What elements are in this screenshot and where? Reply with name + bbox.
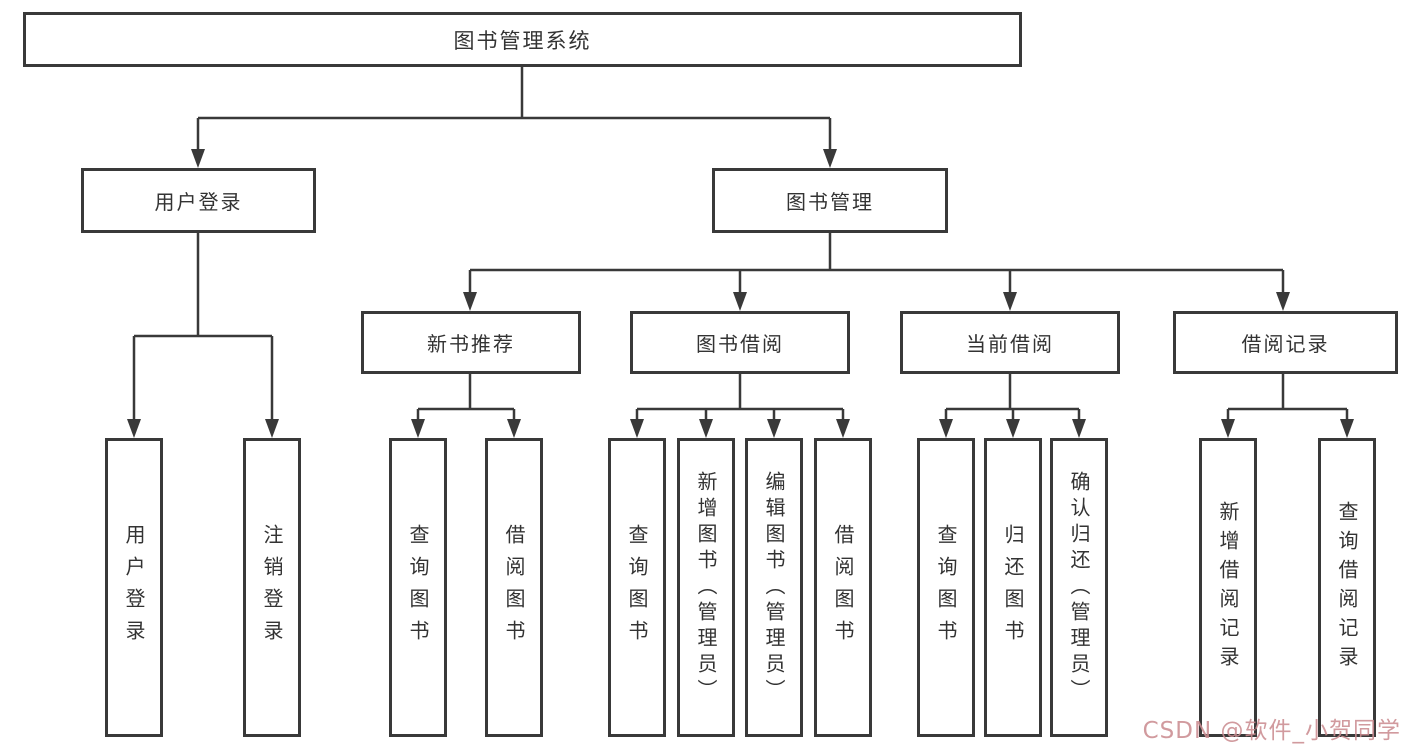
leaf-user-login-label: 用户登录	[122, 523, 146, 652]
leaf-add-books-admin-label: 新增图书（管理员）	[694, 470, 718, 705]
node-current-borrow: 当前借阅	[900, 311, 1120, 374]
leaf-borrow-query-books: 查询图书	[608, 438, 666, 737]
leaf-add-books-admin: 新增图书（管理员）	[677, 438, 735, 737]
leaf-recommend-borrow-books: 借阅图书	[485, 438, 543, 737]
leaf-borrow-query-books-label: 查询图书	[625, 523, 649, 652]
leaf-recommend-borrow-books-label: 借阅图书	[502, 523, 526, 652]
leaf-query-borrow-record: 查询借阅记录	[1318, 438, 1376, 737]
arrowhead-new-book-recommend	[463, 292, 477, 311]
arrowhead-book-borrow	[733, 292, 747, 311]
arrowheads	[127, 149, 1354, 438]
arrowhead-leaf-user-login	[127, 419, 141, 438]
leaf-return-books-label: 归还图书	[1001, 523, 1025, 652]
leaf-logout-login: 注销登录	[243, 438, 301, 737]
node-user-login: 用户登录	[81, 168, 316, 233]
leaf-confirm-return-admin-label: 确认归还（管理员）	[1067, 470, 1091, 705]
arrowhead-leaf-logout	[265, 419, 279, 438]
arrowhead-g5-query-record	[1340, 419, 1354, 438]
connector-borrow-records-branch	[1226, 374, 1349, 421]
arrowhead-g3-add-books	[699, 419, 713, 438]
leaf-user-login: 用户登录	[105, 438, 163, 737]
leaf-edit-books-admin-label: 编辑图书（管理员）	[762, 470, 786, 705]
node-book-borrow-label: 图书借阅	[696, 332, 784, 356]
leaf-add-borrow-record-label: 新增借阅记录	[1216, 500, 1240, 675]
arrowhead-g5-add-record	[1221, 419, 1235, 438]
node-new-book-recommend: 新书推荐	[361, 311, 581, 374]
node-library-system: 图书管理系统	[23, 12, 1022, 67]
arrowhead-book-management	[823, 149, 837, 168]
node-book-management: 图书管理	[712, 168, 948, 233]
connector-root-to-level2	[196, 67, 832, 151]
arrowhead-g4-confirm-return	[1072, 419, 1086, 438]
leaf-current-query-books-label: 查询图书	[934, 523, 958, 652]
arrowhead-g3-query-books	[630, 419, 644, 438]
arrowhead-g3-borrow-books	[836, 419, 850, 438]
connector-book-borrow-branch	[635, 374, 845, 421]
leaf-query-borrow-record-label: 查询借阅记录	[1335, 500, 1359, 675]
connector-user-login-branch	[132, 233, 274, 421]
connector-new-book-recommend-branch	[416, 374, 516, 421]
arrowhead-borrow-records	[1276, 292, 1290, 311]
node-current-borrow-label: 当前借阅	[966, 332, 1054, 356]
connector-current-borrow-branch	[944, 374, 1081, 421]
leaf-borrow-borrow-books: 借阅图书	[814, 438, 872, 737]
leaf-recommend-query-books: 查询图书	[389, 438, 447, 737]
csdn-watermark: CSDN @软件_小贺同学	[1142, 718, 1401, 744]
leaf-borrow-borrow-books-label: 借阅图书	[831, 523, 855, 652]
connector-book-management-branch	[468, 233, 1285, 294]
leaf-logout-login-label: 注销登录	[260, 523, 284, 652]
node-library-system-label: 图书管理系统	[453, 28, 592, 53]
connector-paths	[132, 67, 1349, 421]
node-book-borrow: 图书借阅	[630, 311, 850, 374]
arrowhead-current-borrow	[1003, 292, 1017, 311]
node-new-book-recommend-label: 新书推荐	[427, 332, 515, 356]
node-borrow-records: 借阅记录	[1173, 311, 1398, 374]
arrowhead-g2-borrow-books	[507, 419, 521, 438]
leaf-confirm-return-admin: 确认归还（管理员）	[1050, 438, 1108, 737]
arrowhead-g4-return-books	[1006, 419, 1020, 438]
leaf-edit-books-admin: 编辑图书（管理员）	[745, 438, 803, 737]
leaf-return-books: 归还图书	[984, 438, 1042, 737]
leaf-add-borrow-record: 新增借阅记录	[1199, 438, 1257, 737]
leaf-recommend-query-books-label: 查询图书	[406, 523, 430, 652]
node-user-login-label: 用户登录	[154, 190, 243, 214]
leaf-current-query-books: 查询图书	[917, 438, 975, 737]
arrowhead-g4-query-books	[939, 419, 953, 438]
node-borrow-records-label: 借阅记录	[1241, 332, 1330, 356]
arrowhead-user-login	[191, 149, 205, 168]
arrowhead-g3-edit-books	[767, 419, 781, 438]
arrowhead-g2-query-books	[411, 419, 425, 438]
node-book-management-label: 图书管理	[786, 190, 874, 214]
